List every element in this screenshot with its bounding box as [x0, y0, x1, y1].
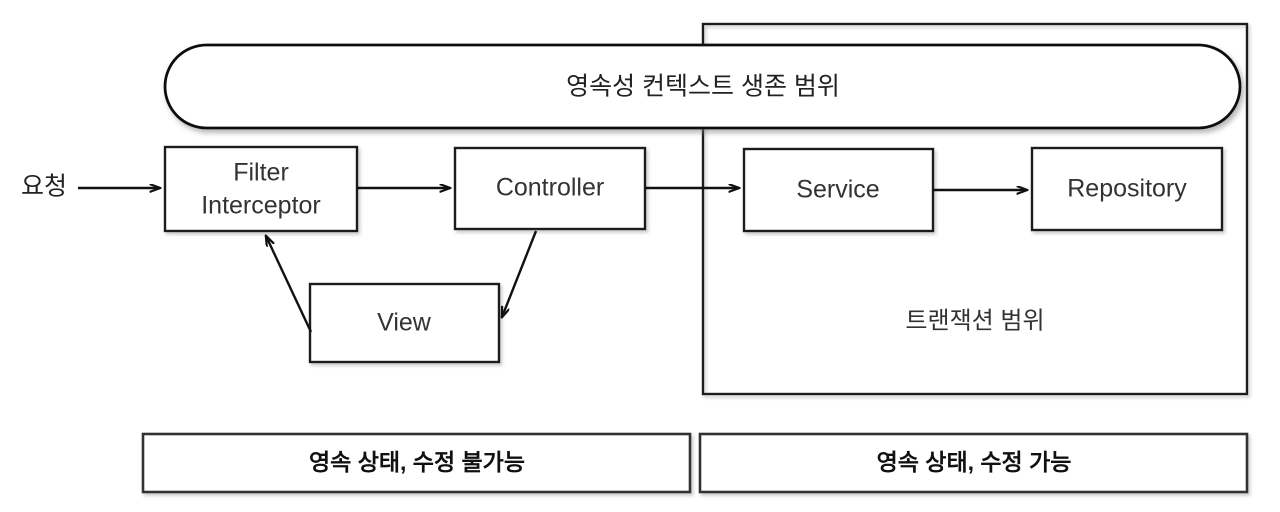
- edge-controller-to-view: [502, 230, 538, 317]
- node-controller[interactable]: Controller: [453, 146, 647, 231]
- legend-left: 영속 상태, 수정 불가능: [141, 432, 692, 494]
- node-service[interactable]: Service: [742, 147, 935, 233]
- persistence-context-stadium: [163, 43, 1242, 130]
- node-filter-interceptor-label-line2: Interceptor: [201, 192, 321, 220]
- legend-right: 영속 상태, 수정 가능: [698, 432, 1249, 494]
- persistence-context-title: 영속성 컨텍스트 생존 범위: [566, 73, 840, 101]
- legend-right-label: 영속 상태, 수정 가능: [877, 449, 1072, 475]
- node-view-label: View: [377, 309, 432, 337]
- node-repository[interactable]: Repository: [1030, 146, 1224, 232]
- transaction-scope-box: [701, 22, 1249, 396]
- node-service-label: Service: [796, 176, 879, 204]
- transaction-scope-label: 트랜잭션 범위: [905, 307, 1044, 334]
- node-filter-interceptor-label-line1: Filter: [233, 159, 289, 187]
- node-repository-label: Repository: [1067, 175, 1187, 203]
- request-label: 요청: [21, 173, 67, 201]
- edge-view-to-filter: [266, 236, 313, 333]
- legend-left-label: 영속 상태, 수정 불가능: [309, 449, 525, 475]
- node-filter-interceptor[interactable]: Filter Interceptor: [163, 145, 359, 233]
- node-view[interactable]: View: [308, 282, 501, 364]
- node-controller-label: Controller: [496, 174, 604, 202]
